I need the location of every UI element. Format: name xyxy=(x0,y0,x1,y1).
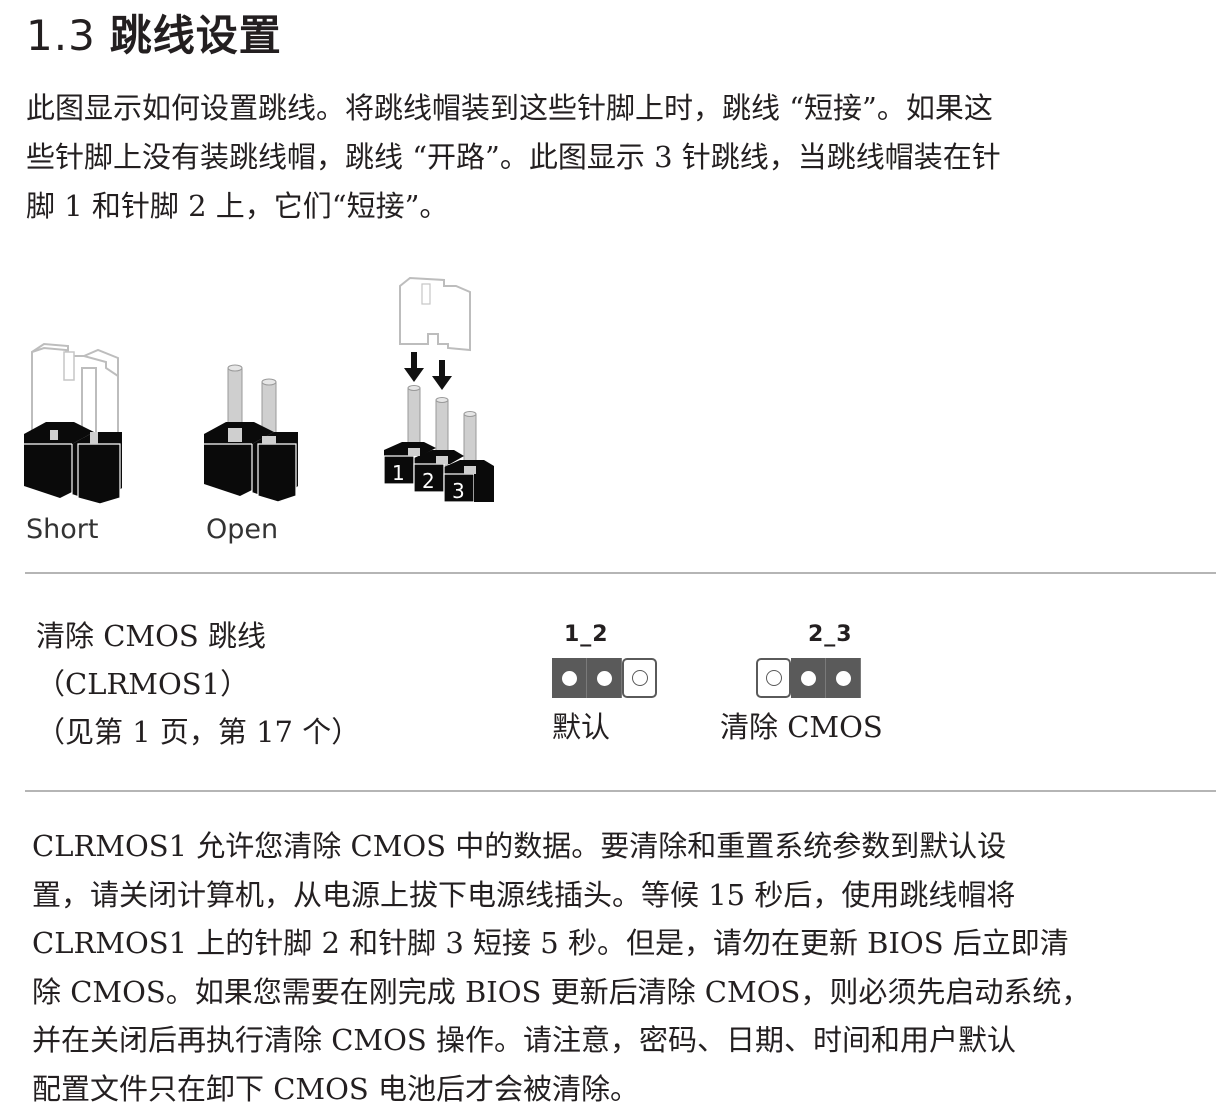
description-line: CLRMOS1 允许您清除 CMOS 中的数据。要清除和重置系统参数到默认设 xyxy=(32,829,1007,863)
short-label: Short xyxy=(26,514,98,545)
pin-number-1: 1 xyxy=(392,461,405,485)
short-jumper-icon xyxy=(24,342,122,505)
pin-label: 2_3 xyxy=(808,622,853,647)
description-line: 配置文件只在卸下 CMOS 电池后才会被清除。 xyxy=(32,1071,639,1106)
pin-open-icon xyxy=(756,658,791,698)
pin-shorted-icon xyxy=(826,658,861,698)
description-line: CLRMOS1 上的针脚 2 和针脚 3 短接 5 秒。但是，请勿在更新 BIO… xyxy=(32,926,1069,960)
pin-diagram xyxy=(552,658,657,698)
intro-paragraph: 此图显示如何设置跳线。将跳线帽装到这些针脚上时，跳线 “短接”。如果这 些针脚上… xyxy=(26,84,1136,231)
pin-number-2: 2 xyxy=(422,469,435,493)
intro-line: 脚 1 和针脚 2 上，它们“短接”。 xyxy=(26,189,449,223)
jumper-title: 清除 CMOS 跳线 xyxy=(36,619,266,653)
pin-label: 1_2 xyxy=(564,622,609,647)
jumper-location: （见第 1 页，第 17 个） xyxy=(36,715,361,749)
divider xyxy=(25,572,1216,574)
description-line: 并在关闭后再执行清除 CMOS 操作。请注意，密码、日期、时间和用户默认 xyxy=(32,1023,1016,1057)
arrow-down-icon xyxy=(432,360,452,390)
open-jumper-icon xyxy=(204,364,298,503)
section-title: 跳线设置 xyxy=(109,11,282,60)
arrow-down-icon xyxy=(404,352,424,382)
description-paragraph: CLRMOS1 允许您清除 CMOS 中的数据。要清除和重置系统参数到默认设 置… xyxy=(32,822,1182,1113)
pin-diagram xyxy=(756,658,861,698)
pin-shorted-icon xyxy=(587,658,622,698)
divider xyxy=(25,790,1216,792)
pin-open-icon xyxy=(622,658,657,698)
pin-shorted-icon xyxy=(552,658,587,698)
open-label: Open xyxy=(206,514,278,545)
pin-shorted-icon xyxy=(791,658,826,698)
three-pin-jumper-icon: 1 2 3 xyxy=(383,276,494,503)
page-title: 1.3 跳线设置 xyxy=(26,2,282,63)
description-line: 除 CMOS。如果您需要在刚完成 BIOS 更新后清除 CMOS，则必须先启动系… xyxy=(32,974,1091,1009)
setting-caption: 默认 xyxy=(552,710,611,744)
cmos-jumper-name: 清除 CMOS 跳线 （CLRMOS1） （见第 1 页，第 17 个） xyxy=(36,612,360,756)
intro-line: 些针脚上没有装跳线帽，跳线 “开路”。此图显示 3 针跳线，当跳线帽装在针 xyxy=(26,140,1001,174)
jumper-id: （CLRMOS1） xyxy=(36,667,250,701)
section-number: 1.3 xyxy=(26,11,96,60)
setting-caption: 清除 CMOS xyxy=(720,710,883,744)
intro-line: 此图显示如何设置跳线。将跳线帽装到这些针脚上时，跳线 “短接”。如果这 xyxy=(26,91,993,125)
jumper-illustration: Short Open xyxy=(24,272,504,552)
pin-number-3: 3 xyxy=(452,479,465,503)
description-line: 置，请关闭计算机，从电源上拔下电源线插头。等候 15 秒后，使用跳线帽将 xyxy=(32,877,1016,912)
